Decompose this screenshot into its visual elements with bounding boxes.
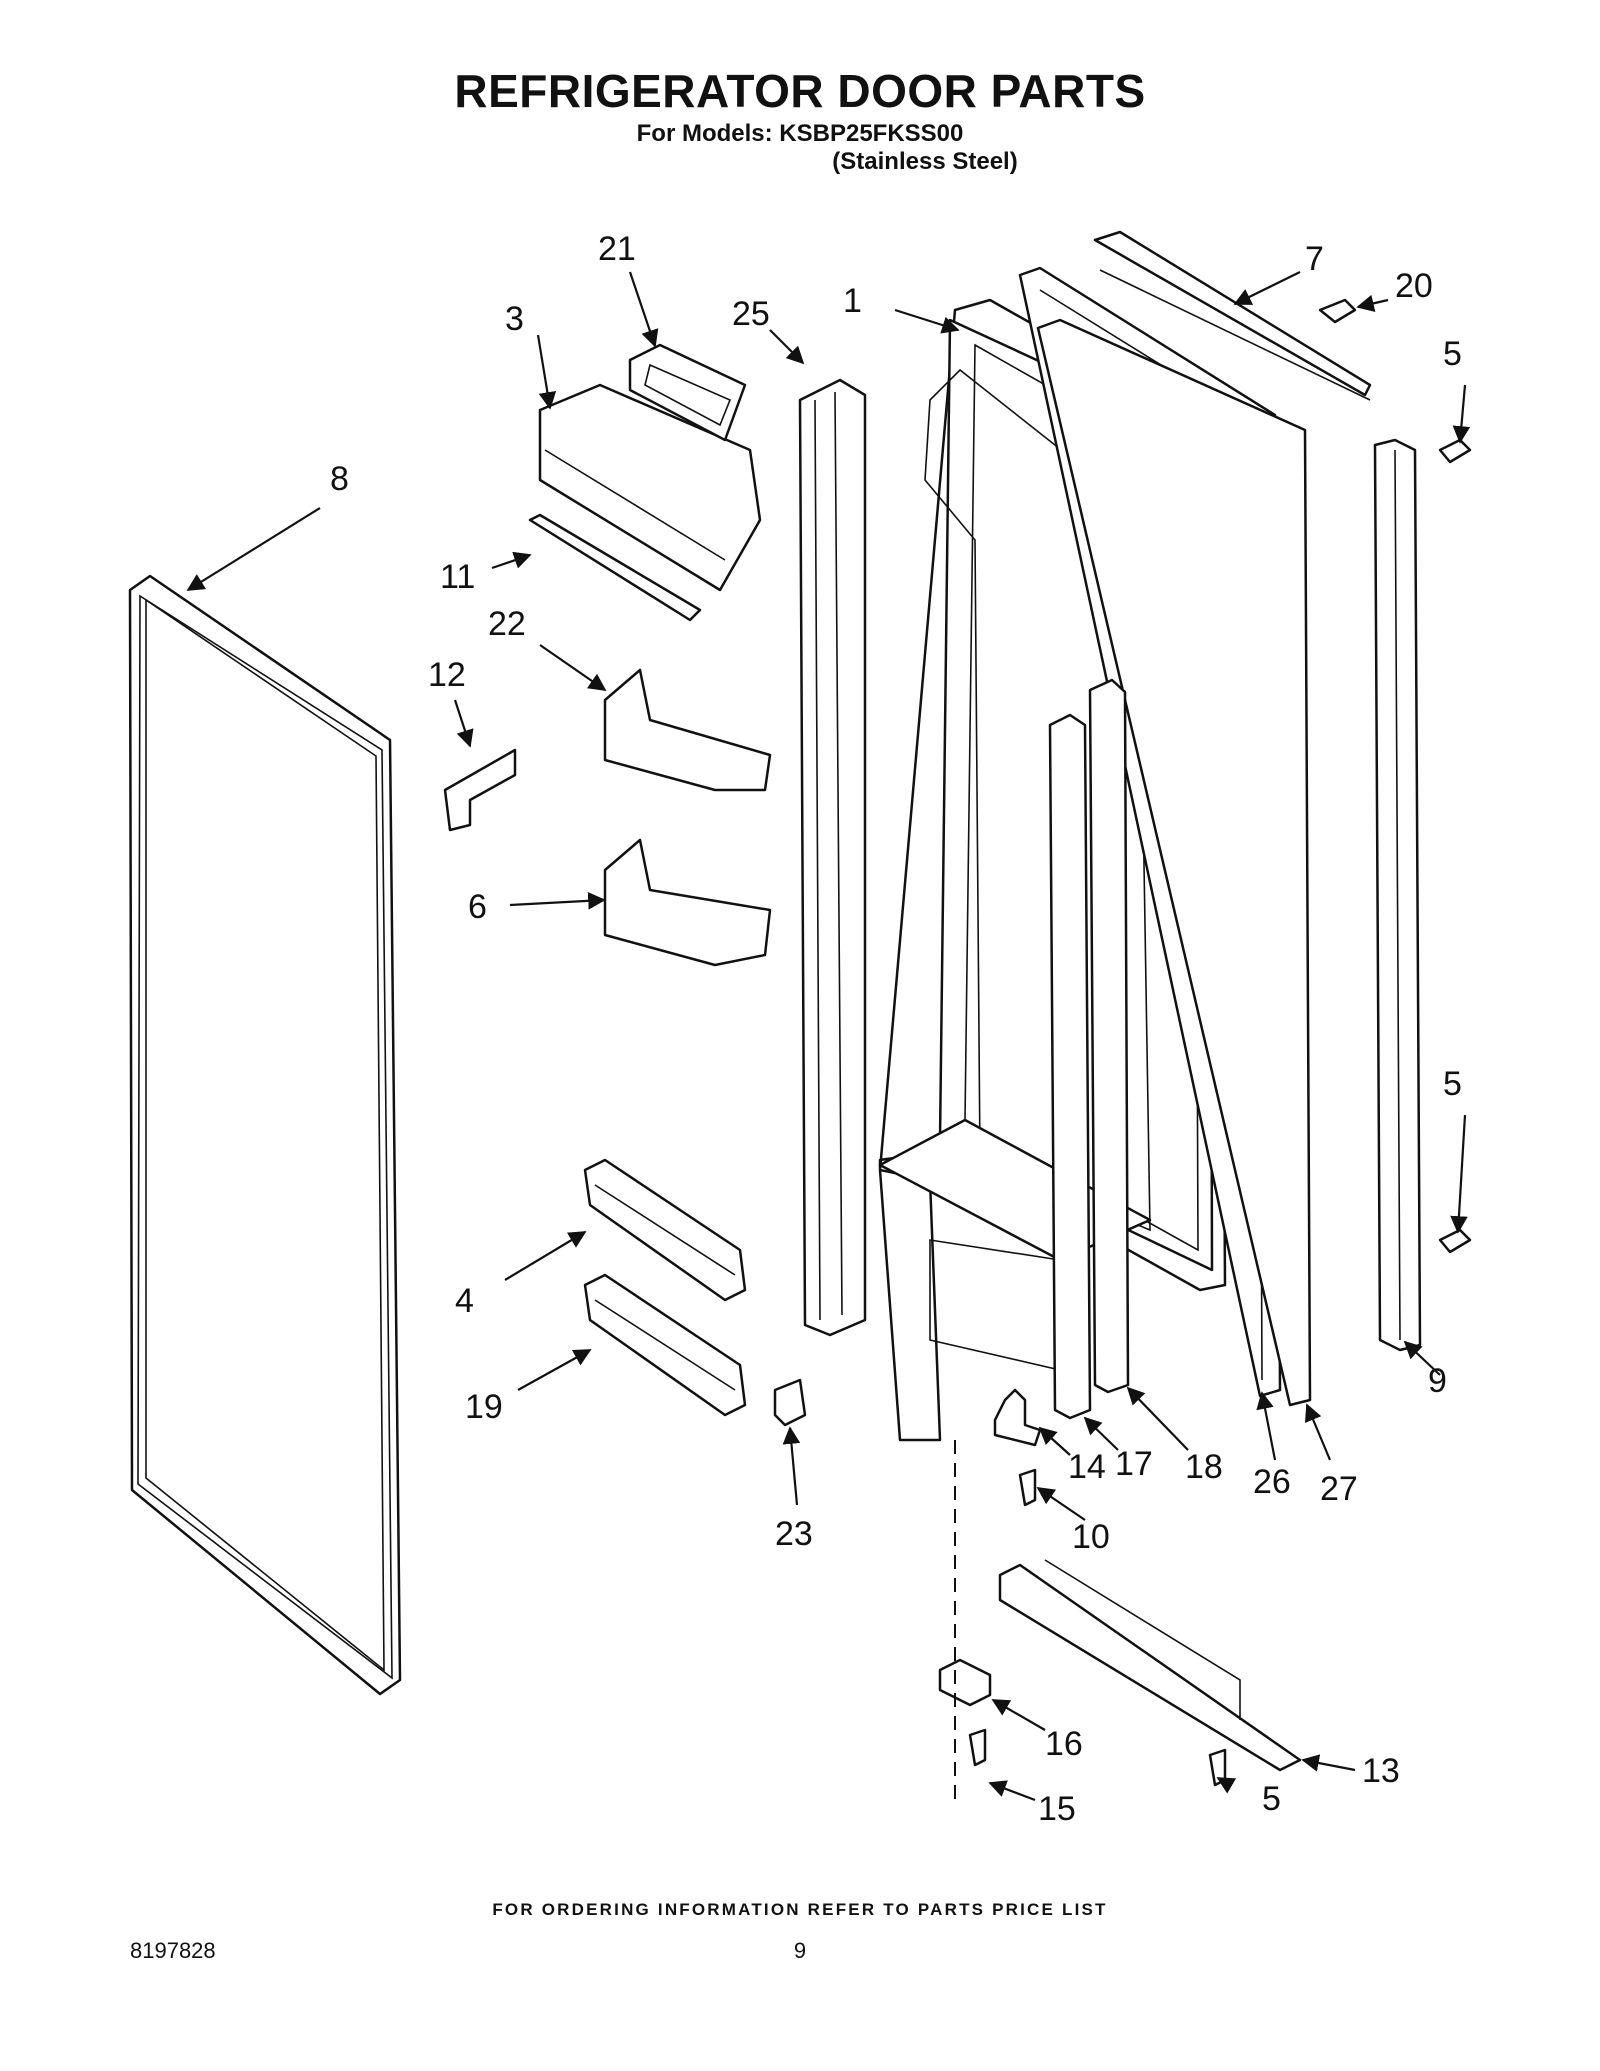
callout-5-top: 5 <box>1443 335 1462 373</box>
callout-9: 9 <box>1428 1362 1447 1400</box>
document-number: 8197828 <box>130 1938 216 1963</box>
callout-23: 23 <box>775 1515 813 1553</box>
callout-8: 8 <box>330 460 349 498</box>
callout-leaders <box>186 271 1471 1802</box>
callout-5-bottom: 5 <box>1262 1780 1281 1818</box>
part-lower-hinge <box>993 1388 1042 1447</box>
part-door-shelf-4 <box>583 1158 747 1302</box>
callout-5-side: 5 <box>1443 1065 1462 1103</box>
callout-21: 21 <box>598 230 636 268</box>
part-dairy-hinge <box>528 513 702 622</box>
callout-4: 4 <box>455 1282 474 1320</box>
part-screw-15 <box>968 1728 987 1767</box>
callout-15: 15 <box>1038 1790 1076 1828</box>
callout-26: 26 <box>1253 1463 1291 1501</box>
part-door-bin-22 <box>603 668 772 792</box>
callout-27: 27 <box>1320 1470 1358 1508</box>
part-shelf-rail-18 <box>1088 678 1130 1394</box>
callout-7: 7 <box>1305 240 1324 278</box>
part-side-trim <box>1373 438 1422 1352</box>
model-number: For Models: KSBP25FKSS00 <box>636 120 964 147</box>
part-door-bin-6 <box>603 838 772 967</box>
page-title: REFRIGERATOR DOOR PARTS <box>454 65 1146 117</box>
part-screw-5-side <box>1438 1228 1472 1254</box>
callout-1: 1 <box>843 282 862 320</box>
callout-18: 18 <box>1185 1448 1223 1486</box>
part-screw-20 <box>1318 298 1357 324</box>
part-bracket-23 <box>773 1378 807 1427</box>
part-shelf-rail-17 <box>1048 713 1092 1420</box>
callout-25: 25 <box>732 295 770 333</box>
model-info: For Models: KSBP25FKSS00 (Stainless Stee… <box>0 120 1600 176</box>
part-top-trim <box>1093 230 1372 401</box>
callout-19: 19 <box>465 1388 503 1426</box>
part-door-gasket <box>128 574 402 1696</box>
callout-22: 22 <box>488 605 526 643</box>
callout-14: 14 <box>1068 1448 1106 1486</box>
page-number: 9 <box>793 1938 807 1963</box>
part-dairy-door <box>538 383 762 592</box>
part-hinge-bushing-16 <box>938 1658 992 1707</box>
part-bin-clip <box>443 748 517 832</box>
callout-10: 10 <box>1072 1518 1110 1556</box>
callout-6: 6 <box>468 888 487 926</box>
callout-16: 16 <box>1045 1725 1083 1763</box>
part-bottom-trim <box>998 1559 1302 1772</box>
callout-17: 17 <box>1115 1445 1153 1483</box>
callout-3: 3 <box>505 300 524 338</box>
part-door-frame-27 <box>1036 318 1312 1407</box>
part-breaker-strip <box>798 378 867 1337</box>
callout-13: 13 <box>1362 1752 1400 1790</box>
callout-12: 12 <box>428 656 466 694</box>
part-screw-5-top <box>1438 438 1472 464</box>
model-finish: (Stainless Steel) <box>832 148 1018 175</box>
callout-20: 20 <box>1395 267 1433 305</box>
part-screw-10 <box>1018 1468 1037 1507</box>
ordering-note: FOR ORDERING INFORMATION REFER TO PARTS … <box>492 1900 1108 1919</box>
callout-11: 11 <box>440 558 475 596</box>
part-door-shelf-19 <box>583 1273 747 1417</box>
